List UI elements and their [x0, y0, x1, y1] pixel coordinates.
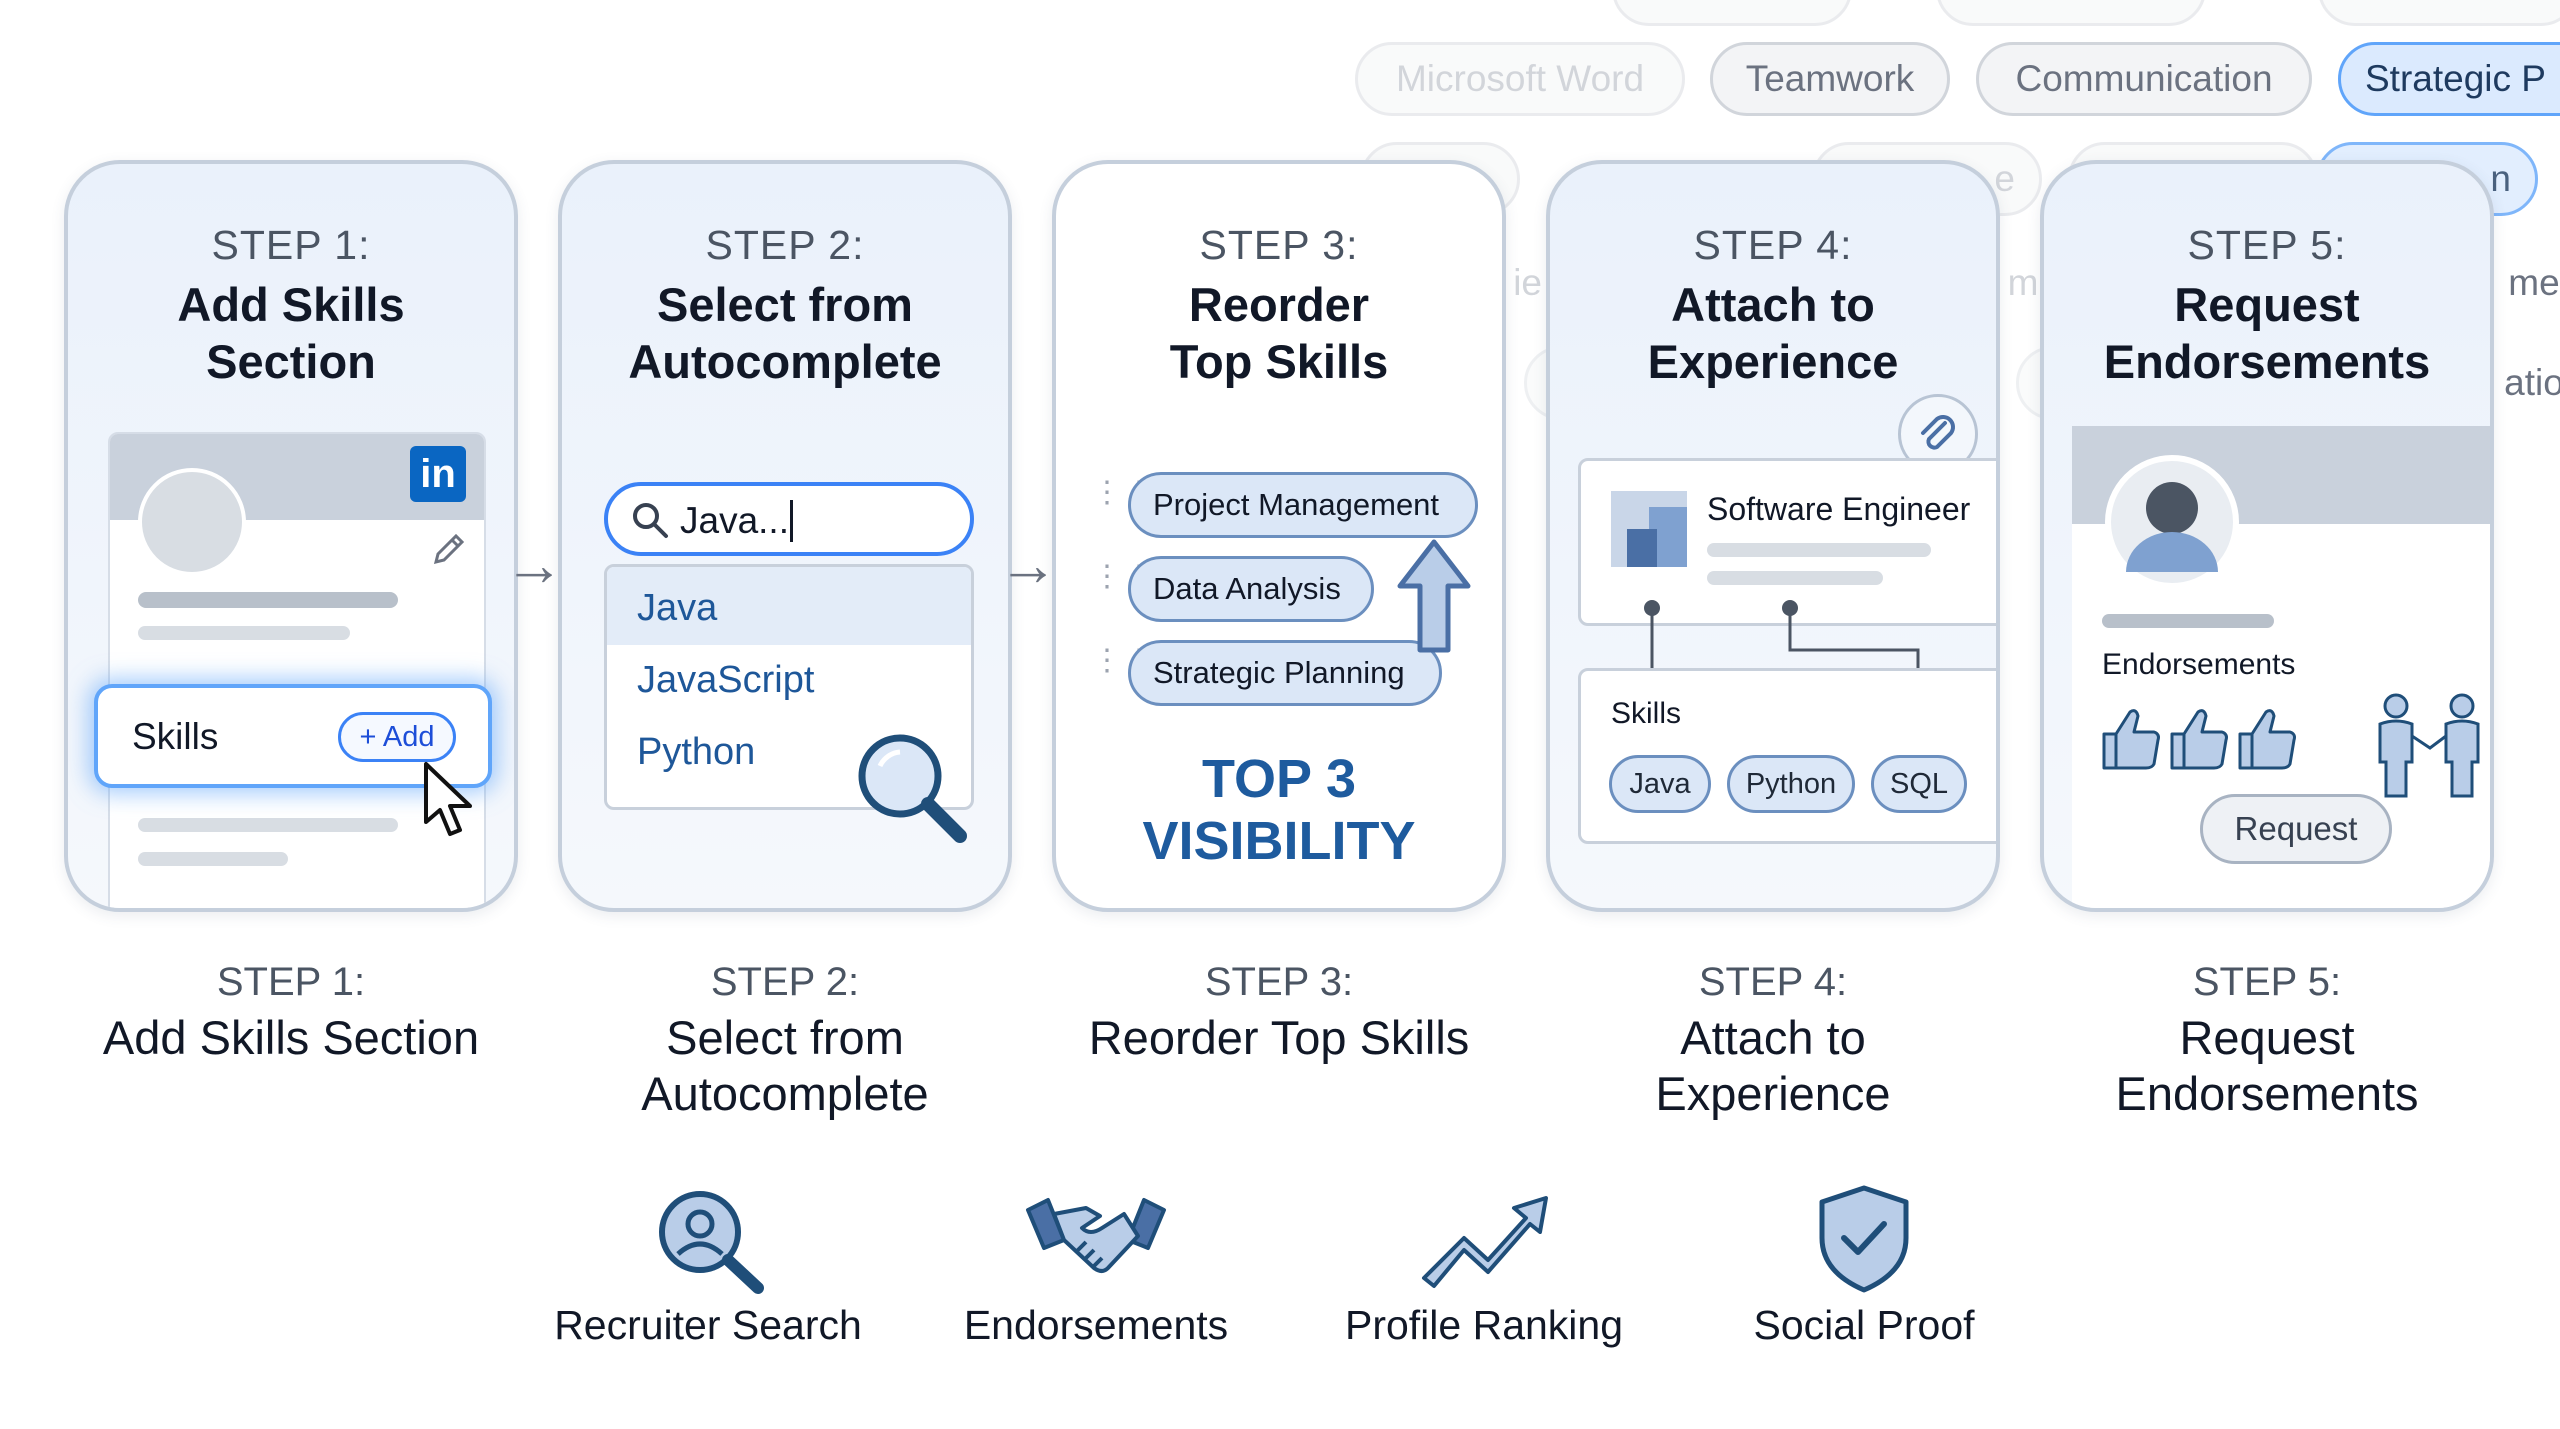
text-placeholder: [138, 818, 398, 832]
step-number: STEP 5:: [2187, 222, 2347, 268]
step-card-3: STEP 3: Reorder Top Skills ⋮⋮ Project Ma…: [1052, 160, 1506, 912]
top3-visibility-line2: VISIBILITY: [1142, 811, 1416, 871]
step-card-1: STEP 1: Add Skills Section in Skills + A…: [64, 160, 518, 912]
text-placeholder: [2102, 614, 2274, 628]
job-title: Software Engineer: [1707, 491, 1971, 527]
endorsements-label: Endorsements: [2102, 648, 2296, 681]
bg-chip: [2318, 0, 2560, 26]
linkedin-logo-icon: in: [410, 446, 466, 502]
skill-chip-data-analysis[interactable]: Data Analysis: [1128, 556, 1374, 622]
profile-mockup: in: [108, 432, 486, 908]
highlighted-option-bg: [607, 567, 971, 645]
autocomplete-option-python[interactable]: Python: [637, 731, 756, 773]
autocomplete-option-javascript[interactable]: JavaScript: [637, 659, 815, 701]
bg-chip: [1612, 0, 1852, 26]
endorsement-mockup: Endorsements Request: [2072, 426, 2490, 908]
caption-step: STEP 2:: [710, 960, 860, 1004]
step-title: Attach to Experience: [1647, 278, 1899, 388]
skills-label: Skills: [132, 716, 219, 757]
arrow-right-icon: →: [998, 531, 1058, 598]
bg-chip-fragment: m: [2007, 262, 2039, 303]
bg-chip-microsoft-word: Microsoft Word: [1355, 42, 1685, 116]
text-placeholder: [1707, 571, 1883, 585]
edit-pencil-icon[interactable]: [428, 530, 468, 570]
mouse-cursor-icon: [424, 762, 472, 836]
people-handshake-icon: [2378, 693, 2480, 798]
bg-chip-strategic: Strategic P: [2338, 42, 2560, 116]
step-number: STEP 4:: [1693, 222, 1853, 268]
bg-chip-teamwork: Teamwork: [1710, 42, 1950, 116]
arrow-up-icon: [1397, 539, 1471, 653]
caption-title: Attach to Experience: [1655, 1011, 1891, 1120]
recruiter-search-icon: [659, 1191, 764, 1294]
benefit-profile-ranking: Profile Ranking: [1344, 1302, 1624, 1348]
bg-chip-fragment: atio: [2504, 362, 2560, 403]
step-title: Reorder Top Skills: [1169, 278, 1389, 388]
add-skill-button[interactable]: + Add: [338, 712, 456, 762]
text-placeholder: [138, 626, 350, 640]
top3-visibility-line1: TOP 3: [1201, 749, 1357, 809]
autocomplete-option-java[interactable]: Java: [637, 587, 718, 629]
thumbs-up-icons: [2102, 709, 2296, 770]
step-title: Request Endorsements: [2103, 278, 2431, 388]
skill-chip-strategic-planning[interactable]: Strategic Planning: [1128, 640, 1442, 706]
magnifier-icon: [858, 734, 967, 843]
arrow-right-icon: →: [504, 531, 564, 598]
avatar: [138, 468, 246, 576]
paperclip-icon: [1921, 415, 1955, 450]
benefit-social-proof: Social Proof: [1753, 1302, 1975, 1348]
search-icon: [633, 503, 668, 538]
skills-section-box[interactable]: Skills + Add: [94, 684, 492, 788]
step-number: STEP 3:: [1199, 222, 1359, 268]
request-endorsement-button[interactable]: Request: [2200, 794, 2392, 864]
skill-search-input[interactable]: Java...: [604, 482, 974, 556]
caption-step: STEP 4:: [1698, 960, 1848, 1004]
bg-chip-communication: Communication: [1976, 42, 2312, 116]
text-placeholder: [138, 592, 398, 608]
avatar-icon: [2105, 455, 2239, 589]
caption-step: STEP 5:: [2192, 960, 2342, 1004]
caption-title: Request Endorsements: [2115, 1011, 2419, 1120]
caption-step: STEP 3:: [1204, 960, 1354, 1004]
step-number: STEP 2:: [705, 222, 865, 268]
handshake-icon: [1026, 1198, 1166, 1273]
step-card-4: STEP 4: Attach to Experience Software En…: [1546, 160, 2000, 912]
benefit-recruiter-search: Recruiter Search: [554, 1302, 862, 1348]
text-caret: [790, 500, 793, 542]
skill-chip-sql[interactable]: SQL: [1871, 755, 1967, 813]
skills-label: Skills: [1611, 697, 1682, 730]
caption-title: Add Skills Section: [102, 1011, 480, 1064]
skills-section: Skills Java Python SQL: [1578, 668, 1996, 844]
search-query: Java...: [680, 500, 789, 541]
bg-chip-fragment: ie: [1513, 262, 1542, 303]
step-title: Add Skills Section: [177, 278, 405, 388]
company-logo: [1611, 491, 1687, 567]
step-card-5: STEP 5: Request Endorsements Endorsement…: [2040, 160, 2494, 912]
step-card-2: STEP 2: Select from Autocomplete Java...…: [558, 160, 1012, 912]
bg-chip: [1936, 0, 2206, 26]
text-placeholder: [138, 852, 288, 866]
step-title: Select from Autocomplete: [628, 278, 942, 388]
caption-step: STEP 1:: [216, 960, 366, 1004]
step-number: STEP 1:: [211, 222, 371, 268]
caption-title: Reorder Top Skills: [1088, 1011, 1470, 1064]
experience-entry: Software Engineer: [1578, 458, 1996, 626]
shield-check-icon: [1819, 1185, 1909, 1293]
skill-chip-python[interactable]: Python: [1727, 755, 1855, 813]
skill-chip-java[interactable]: Java: [1609, 755, 1711, 813]
text-placeholder: [1707, 543, 1931, 557]
skill-chip-project-management[interactable]: Project Management: [1128, 472, 1478, 538]
bg-chip-fragment: me: [2508, 262, 2560, 303]
benefit-endorsements: Endorsements: [963, 1302, 1229, 1348]
caption-title: Select from Autocomplete: [641, 1011, 929, 1120]
trend-up-icon: [1422, 1196, 1548, 1288]
